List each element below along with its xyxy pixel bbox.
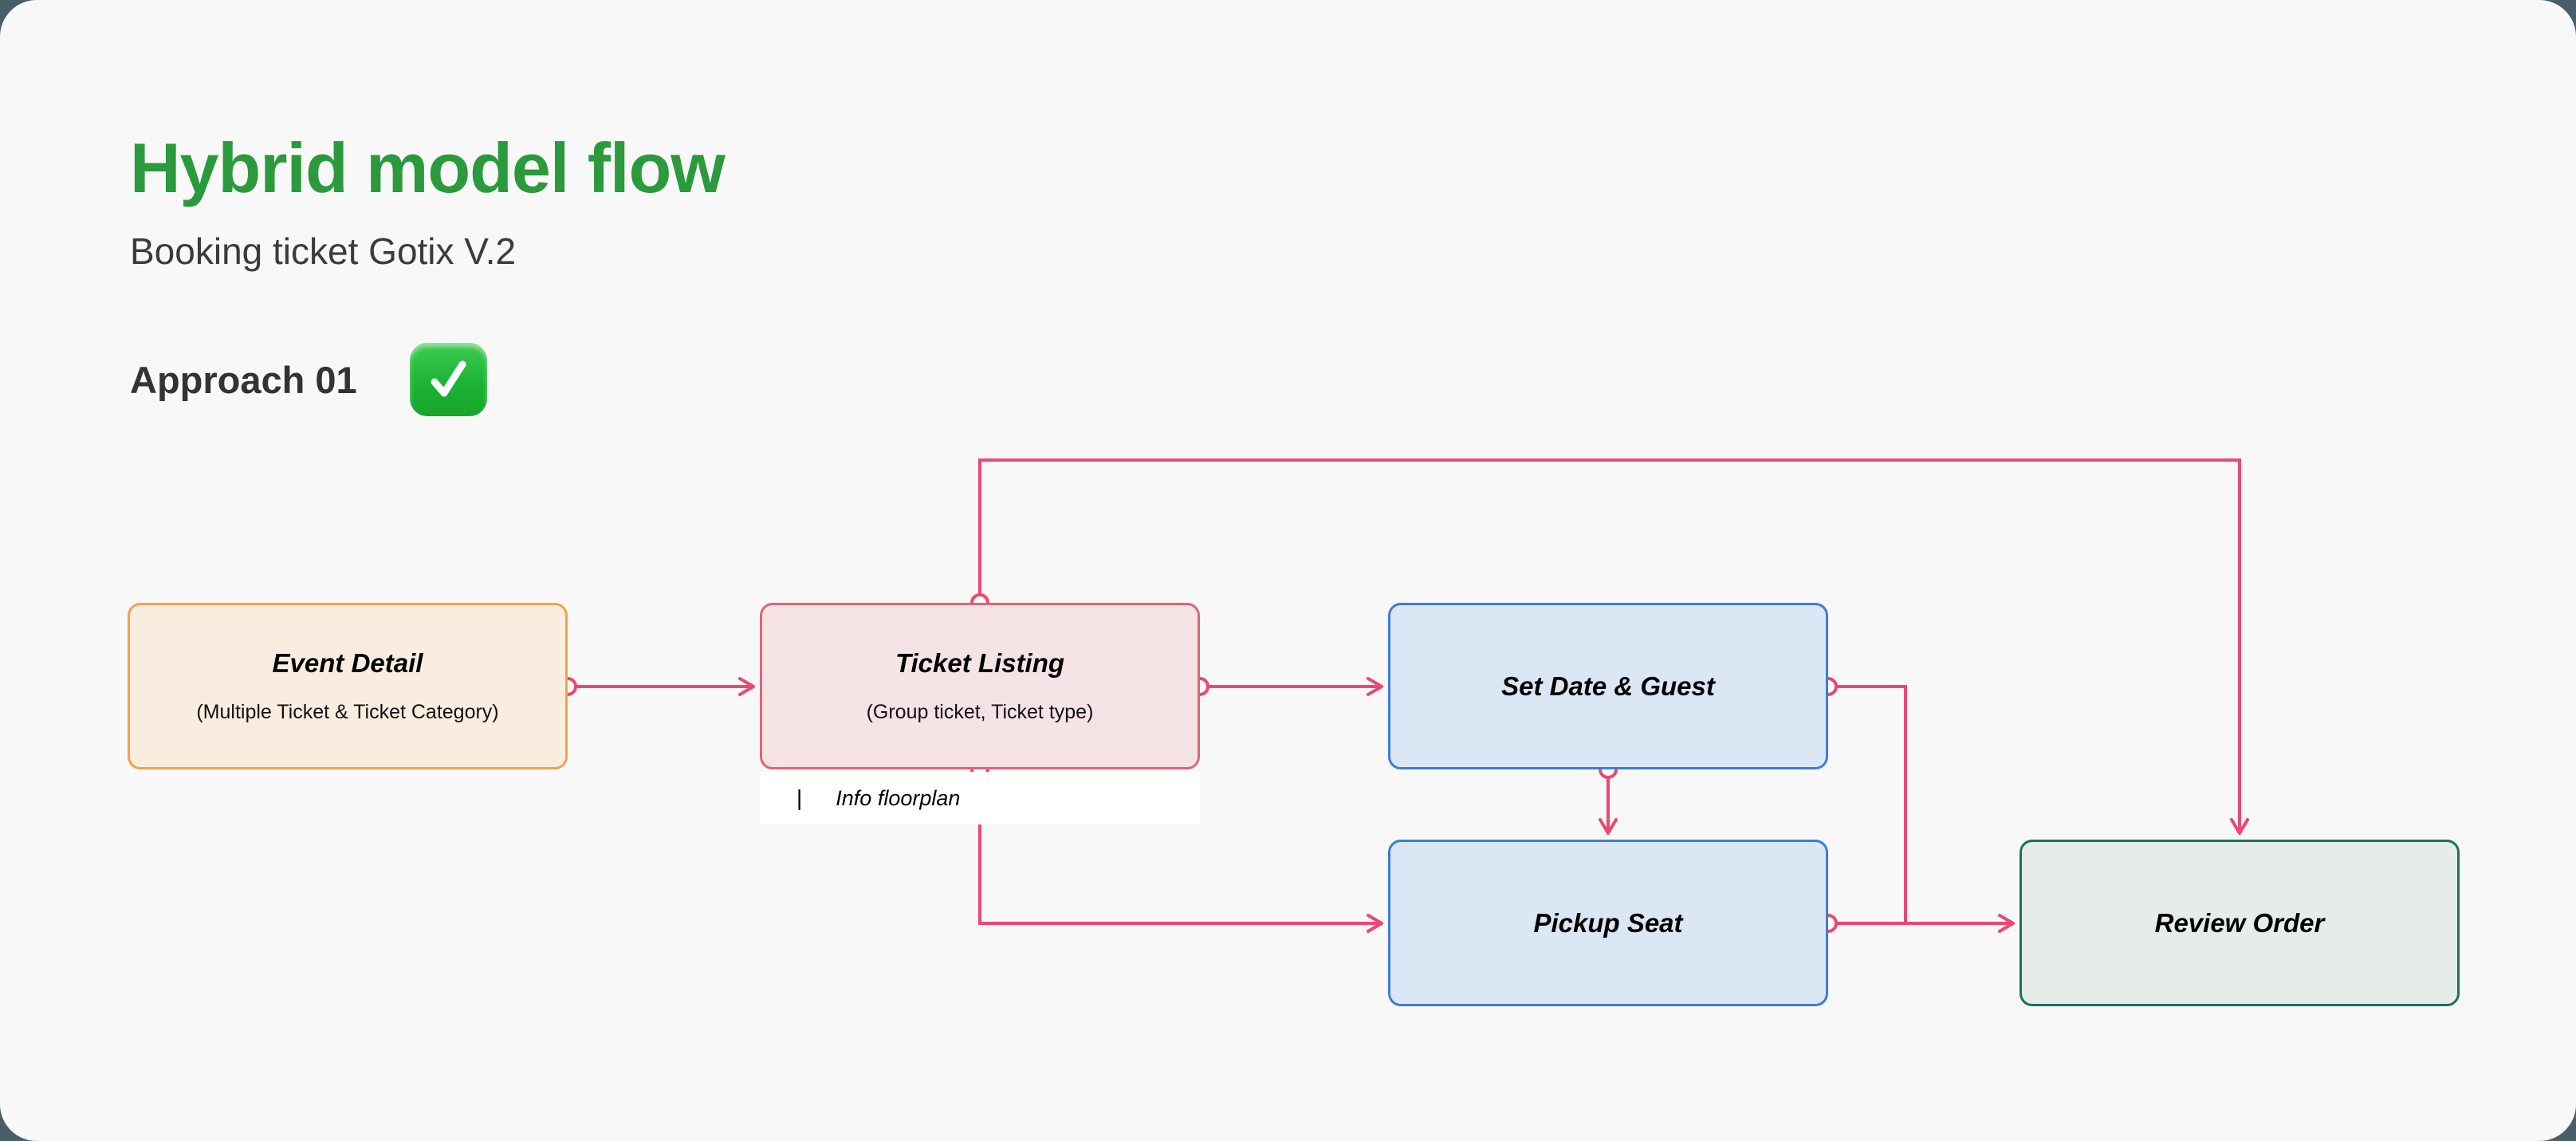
node-title: Review Order [2154, 907, 2325, 938]
approach-label: Approach 01 [130, 358, 357, 401]
header: Hybrid model flow Booking ticket Gotix V… [130, 128, 726, 273]
node-set-date-guest[interactable]: Set Date & Guest [1388, 603, 1828, 769]
node-ticket-listing[interactable]: Ticket Listing (Group ticket, Ticket typ… [760, 603, 1200, 769]
node-subtitle: (Multiple Ticket & Ticket Category) [196, 701, 499, 723]
node-review-order[interactable]: Review Order [2020, 840, 2460, 1006]
info-floorplan-annotation[interactable]: | Info floorplan [760, 772, 1200, 824]
node-title: Set Date & Guest [1501, 671, 1715, 701]
check-mark-emoji[interactable] [409, 343, 487, 416]
annotation-label: Info floorplan [836, 785, 961, 810]
node-title: Pickup Seat [1533, 907, 1683, 938]
approach-row: Approach 01 [130, 343, 487, 416]
node-pickup-seat[interactable]: Pickup Seat [1388, 840, 1828, 1006]
connector-setdate-to-review[interactable] [1828, 685, 1907, 923]
node-event-detail[interactable]: Event Detail (Multiple Ticket & Ticket C… [128, 603, 568, 769]
node-subtitle: (Group ticket, Ticket type) [866, 701, 1094, 723]
node-title: Ticket Listing [895, 648, 1065, 678]
text-caret: | [796, 785, 803, 810]
node-title: Event Detail [272, 648, 423, 678]
page-subtitle: Booking ticket Gotix V.2 [130, 230, 517, 272]
page-title: Hybrid model flow [130, 128, 726, 207]
